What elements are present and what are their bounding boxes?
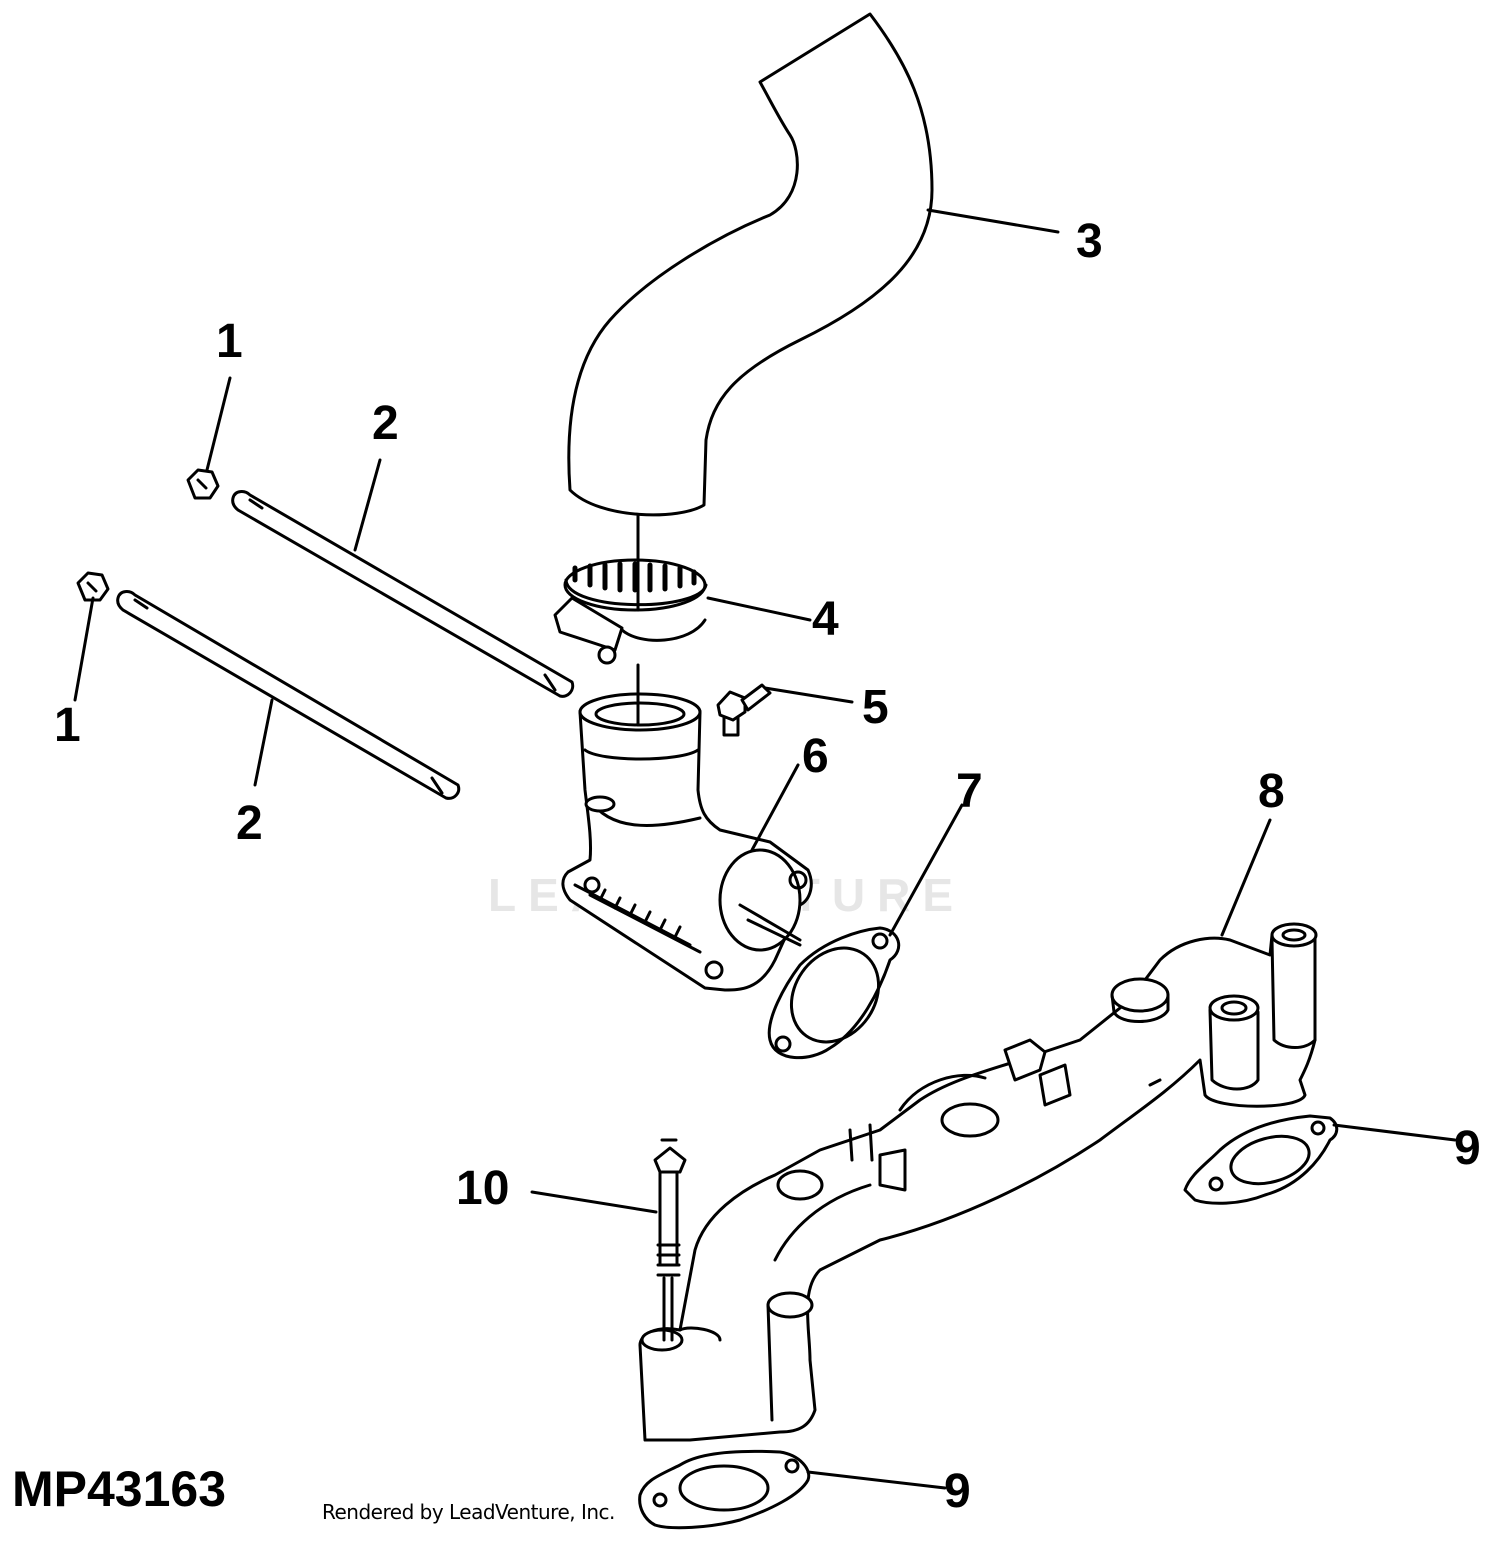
thermostat-gasket [767,926,901,1060]
cap-screw-10 [653,1138,687,1342]
callout-6: 6 [802,730,829,783]
figure-id: MP43163 [12,1461,227,1517]
callout-9-bottom: 9 [944,1465,971,1518]
upper-hose [567,12,934,517]
credit-line: Rendered by LeadVenture, Inc. [322,1500,615,1524]
callout-2-upper: 2 [372,397,399,450]
callout-4: 4 [812,593,839,646]
stud-upper [231,490,575,698]
callout-1-upper: 1 [216,315,243,368]
bolt-5 [716,683,772,737]
thermostat-housing [561,692,813,992]
callout-7: 7 [956,765,983,818]
water-manifold [638,922,1318,1442]
nut-upper [186,468,220,500]
hose-clamp [553,558,708,665]
manifold-gasket-right [1183,1114,1339,1205]
callout-10: 10 [456,1162,510,1215]
callout-2-lower: 2 [236,797,263,850]
manifold-gasket-bottom [638,1449,811,1530]
stud-lower [116,590,461,800]
callout-8: 8 [1258,765,1285,818]
nut-lower [76,571,110,602]
leader-lines [73,208,1457,1490]
callout-9-right: 9 [1454,1122,1481,1175]
callout-1-lower: 1 [54,699,81,752]
callout-5: 5 [862,681,889,734]
callout-3: 3 [1076,215,1103,268]
